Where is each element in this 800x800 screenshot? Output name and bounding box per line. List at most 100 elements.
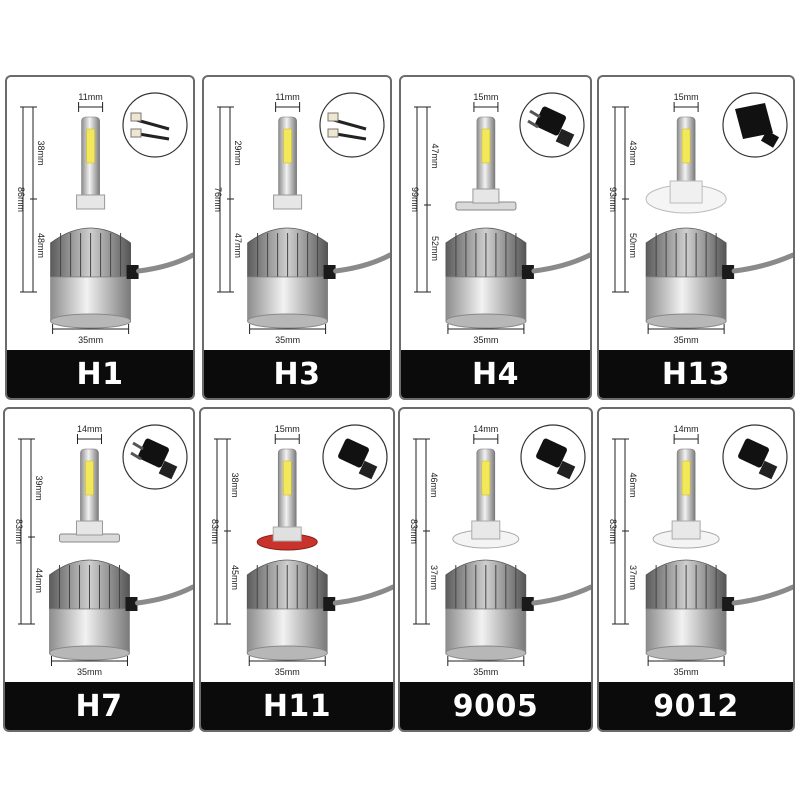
led-bulb <box>645 116 793 329</box>
three-pin-plug-icon <box>519 92 585 158</box>
led-bulb <box>50 116 193 329</box>
top-width-label: 14mm <box>473 424 498 434</box>
base-width-label: 35mm <box>77 667 102 677</box>
upper-height-label: 39mm <box>34 475 44 500</box>
cob-chip <box>86 128 95 164</box>
total-height-label: 83mm <box>608 519 618 544</box>
model-label: H1 <box>7 350 193 398</box>
lower-height-label: 52mm <box>430 236 440 261</box>
total-height-label: 76mm <box>213 187 223 212</box>
model-label: H13 <box>599 350 793 398</box>
dimension-lines <box>413 434 525 666</box>
lower-height-label: 45mm <box>230 565 240 590</box>
socket-plug-icon <box>322 424 388 490</box>
dimension-lines <box>612 434 725 666</box>
top-width-label: 11mm <box>78 92 102 102</box>
cable-grommet <box>722 265 735 279</box>
top-width-label: 15mm <box>275 424 300 434</box>
cob-chip <box>85 460 94 496</box>
cob-chip <box>681 128 691 164</box>
base-width-label: 35mm <box>473 667 498 677</box>
base-width-label: 35mm <box>674 335 699 345</box>
base-width-label: 35mm <box>473 335 498 345</box>
dimension-lines <box>20 102 130 334</box>
total-height-label: 99mm <box>410 187 420 212</box>
lower-height-label: 37mm <box>628 565 638 590</box>
square-socket-icon <box>722 92 788 158</box>
bulb-illustration: 14mm 46mm 83mm 37mm 35mm <box>409 424 591 677</box>
led-bulb <box>445 448 591 661</box>
upper-height-label: 38mm <box>36 140 46 165</box>
top-width-label: 15mm <box>674 92 699 102</box>
cob-chip <box>283 128 292 164</box>
two-pin-plug-icon <box>122 424 188 490</box>
upper-height-label: 46mm <box>628 472 638 497</box>
upper-height-label: 47mm <box>430 143 440 168</box>
braided-cable <box>134 584 193 606</box>
product-card-h11: 15mm 38mm 83mm 45mm 35mm H11 <box>199 407 395 732</box>
base-width-label: 35mm <box>78 335 103 345</box>
base-width-label: 35mm <box>275 667 300 677</box>
cable-grommet <box>323 597 336 611</box>
total-height-label: 93mm <box>608 187 618 212</box>
dimension-lines <box>414 102 525 334</box>
cable-grommet <box>126 265 139 279</box>
lower-height-label: 47mm <box>233 233 243 258</box>
cob-chip <box>481 460 491 496</box>
braided-cable <box>333 252 390 274</box>
bulb-illustration: 15mm 38mm 83mm 45mm 35mm <box>210 424 393 677</box>
total-height-label: 83mm <box>409 519 419 544</box>
cable-grommet <box>521 265 534 279</box>
dimension-lines <box>214 434 326 666</box>
model-label: H3 <box>204 350 390 398</box>
cable-grommet <box>521 597 534 611</box>
model-label: H7 <box>5 682 193 730</box>
braided-cable <box>531 252 590 274</box>
model-label: 9005 <box>400 682 591 730</box>
base-width-label: 35mm <box>674 667 699 677</box>
braided-cable <box>731 252 793 274</box>
model-label: H11 <box>201 682 393 730</box>
braided-cable <box>332 584 393 606</box>
collar <box>76 194 106 210</box>
dimension-lines <box>217 102 327 334</box>
top-width-label: 14mm <box>77 424 102 434</box>
upper-height-label: 38mm <box>230 472 240 497</box>
total-height-label: 83mm <box>210 519 220 544</box>
braided-cable <box>136 252 193 274</box>
upper-height-label: 46mm <box>429 472 439 497</box>
lower-height-label: 44mm <box>34 568 44 593</box>
total-height-label: 83mm <box>14 519 24 544</box>
cob-chip <box>681 460 691 496</box>
top-width-label: 14mm <box>674 424 699 434</box>
product-card-9005: 14mm 46mm 83mm 37mm 35mm 9005 <box>398 407 593 732</box>
led-bulb <box>48 448 193 661</box>
dimension-lines <box>612 102 725 334</box>
socket-plug-icon <box>520 424 586 490</box>
bulb-illustration: 15mm 47mm 99mm 52mm 35mm <box>410 92 590 345</box>
led-bulb <box>247 116 390 329</box>
lower-height-label: 48mm <box>36 233 46 258</box>
model-label: 9012 <box>599 682 793 730</box>
lower-height-label: 50mm <box>628 233 638 258</box>
upper-height-label: 29mm <box>233 140 243 165</box>
bulb-illustration: 14mm 39mm 83mm 44mm 35mm <box>14 424 193 677</box>
led-bulb <box>445 116 590 329</box>
cable-grommet <box>722 597 735 611</box>
dimension-lines <box>18 434 128 666</box>
braided-cable <box>531 584 591 606</box>
socket-plug-icon <box>722 424 788 490</box>
product-card-h7: 14mm 39mm 83mm 44mm 35mm H7 <box>3 407 195 732</box>
cob-chip <box>282 460 292 496</box>
led-bulb <box>246 448 393 661</box>
base-width-label: 35mm <box>275 335 300 345</box>
top-width-label: 15mm <box>473 92 498 102</box>
lower-height-label: 37mm <box>429 565 439 590</box>
